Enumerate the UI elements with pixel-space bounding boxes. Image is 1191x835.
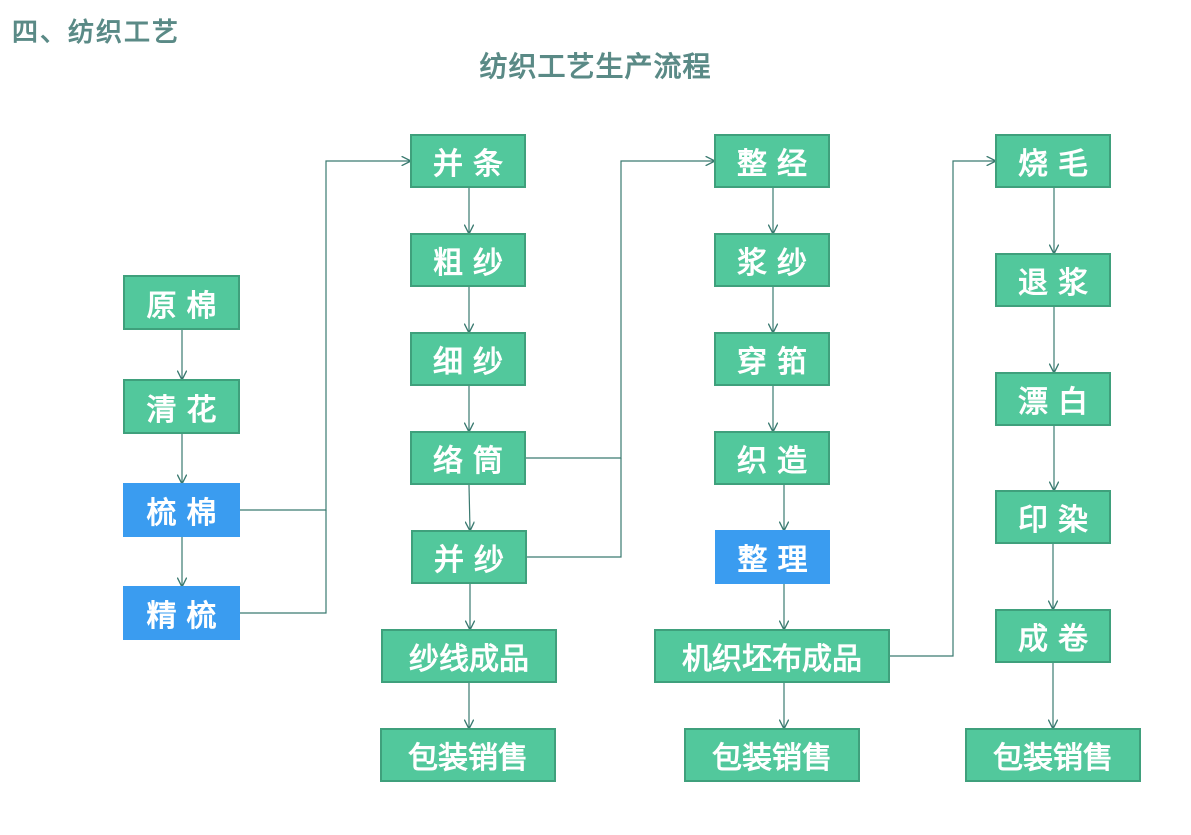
node-yarn-packaging: 包装销售 [380,728,556,782]
node-greige-product: 机织坯布成品 [654,629,890,683]
node-luotong: 络筒 [410,431,526,485]
node-cusha: 粗纱 [410,233,526,287]
node-yuanmian: 原棉 [123,275,240,330]
node-fabric-packaging: 包装销售 [965,728,1141,782]
connector-jingshu-bus [240,510,327,614]
arrow-luotong-bingsha [469,484,470,530]
node-zhengli: 整理 [715,530,830,584]
node-tuijiang: 退浆 [995,253,1111,307]
node-chengjuan: 成卷 [995,609,1111,663]
connector-luotong-zhengjing [526,161,714,459]
node-jingshu: 精梳 [123,586,240,640]
node-bingsha: 并纱 [411,530,527,584]
node-zhengjing: 整经 [714,134,830,188]
node-qinghua: 清花 [123,379,240,434]
node-greige-packaging: 包装销售 [684,728,860,782]
node-zhizao: 织造 [714,431,830,485]
node-yarn-product: 纱线成品 [381,629,557,683]
node-chuankou: 穿筘 [714,332,830,386]
section-title: 四、纺织工艺 [12,18,181,48]
diagram-title: 纺织工艺生产流程 [479,50,712,83]
node-xisha: 细纱 [410,332,526,386]
node-jiangsha: 浆纱 [714,233,830,287]
node-yinran: 印染 [995,490,1111,544]
connector-greige-shaomao [890,161,995,657]
node-shaomao: 烧毛 [995,134,1111,188]
connector-bingsha-bus [527,458,622,558]
connector-shumian-bingtiao [240,161,410,511]
node-bingtiao: 并条 [410,134,526,188]
node-shumian: 梳棉 [123,483,240,537]
node-piaobai: 漂白 [995,372,1111,426]
